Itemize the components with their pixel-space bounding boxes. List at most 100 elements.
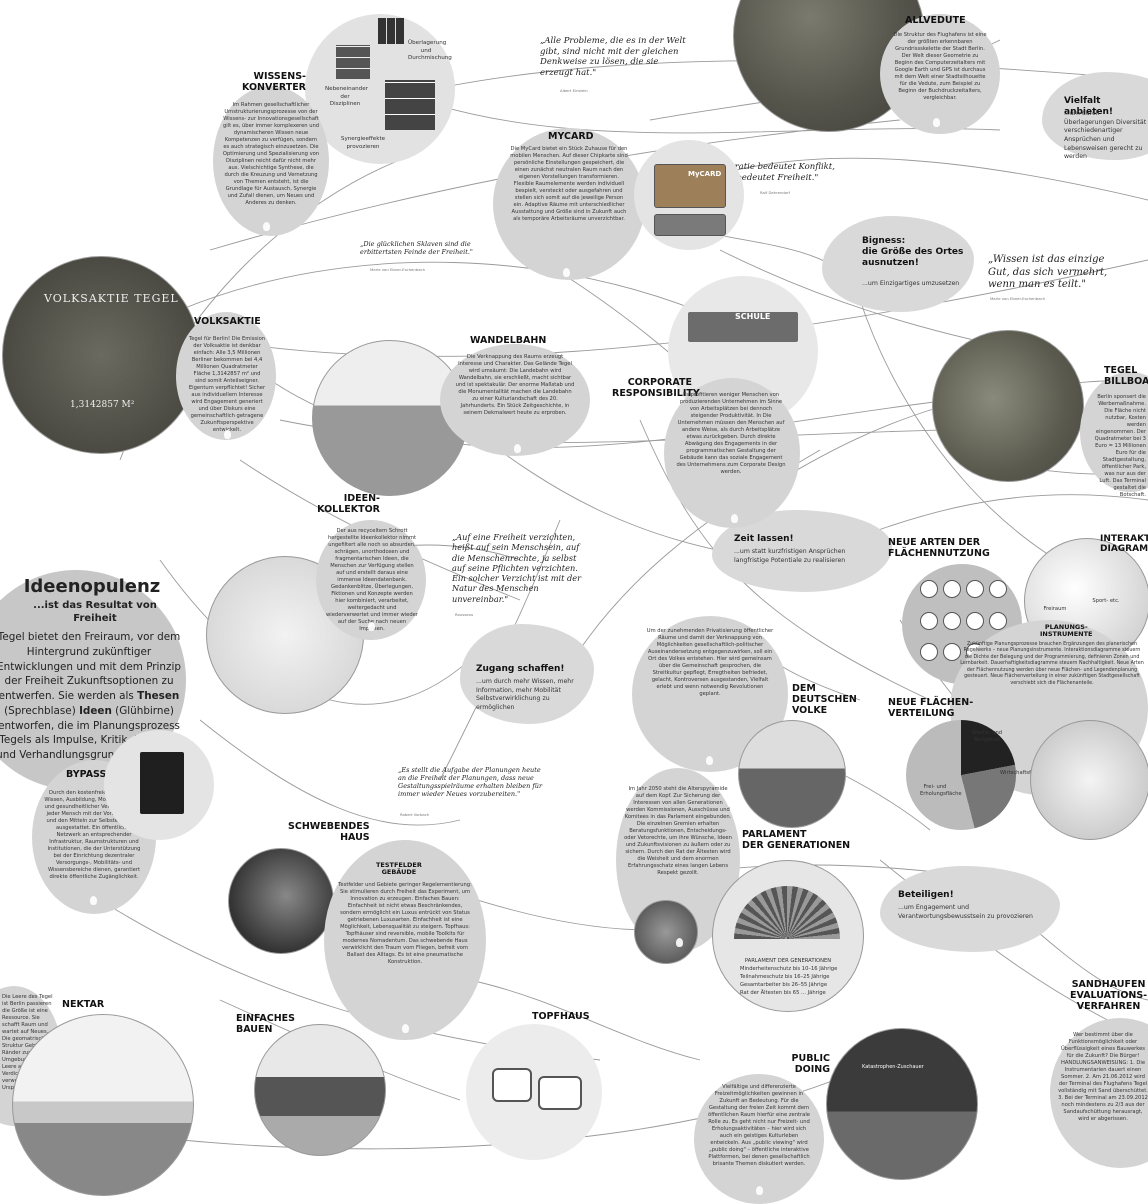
bypass-title: BYPASS (66, 769, 107, 780)
allvedute-text: Die Struktur des Flughafens ist eine der… (893, 32, 987, 102)
rubiks-cube-icon (336, 45, 370, 79)
usage-icon (966, 580, 984, 598)
allvedute-text-circle (880, 14, 1000, 134)
einfaches-title: EINFACHES BAUEN (236, 1013, 295, 1035)
school-building-icon (688, 312, 798, 342)
ideenkollektor-text: Der aus recyceltem Schrott hergestellte … (326, 528, 418, 632)
quote-ebner: „Wissen ist das einzige Gut, das sich ve… (988, 254, 1108, 290)
synergy-label: Synergieeffekte provozieren (340, 136, 386, 150)
wandelbahn-title: WANDELBAHN (470, 335, 547, 346)
overlap-label: Überlagerung und Durchmischung (408, 40, 452, 62)
school-sign: SCHULE (735, 312, 771, 321)
billboard-title: TEGEL BILLBOARD (1104, 365, 1148, 387)
usage-icon (920, 580, 938, 598)
parlament-title: PARLAMENT DER GENERATIONEN (742, 829, 851, 851)
wissenskonverter-title: WISSENS- KONVERTER (242, 71, 306, 93)
cloud-bigness-title: Bigness: die Größe des Ortes ausnutzen! (862, 236, 964, 268)
simple-house-photo (254, 1024, 386, 1156)
cloud-vielfalt-text: ...um durch Überlagerungen Diversität ve… (1064, 110, 1147, 161)
wandelbahn-runway-photo (312, 340, 468, 496)
parlament-legend-2: Teilnahmeschutz bis 16–25 Jährige (740, 974, 830, 980)
cloud-zugang-title: Zugang schaffen! (476, 664, 565, 674)
quote-einstein-author: Albert Einstein (560, 88, 588, 93)
volksaktie-area: 1,3142857 M² (70, 400, 135, 410)
parlament-legend-3: Gesamtarbeiter bis 26–55 Jährige (740, 982, 828, 988)
volksaktie-text-circle (176, 312, 276, 440)
pot-house-icon (492, 1068, 532, 1102)
pie-label-2: Wirtschaftsfläche (1000, 770, 1045, 776)
lightbulb-icon (224, 430, 231, 439)
mycard-text-circle (493, 128, 645, 280)
corporate-text: Es profitieren weniger Menschen von prod… (676, 392, 786, 476)
quote-rousseau-author: Rousseau (455, 612, 474, 617)
lightbulb-icon (402, 1024, 409, 1033)
usage-icon (943, 643, 961, 662)
public-screen-label: Katastrophen-Zuschauer (862, 1064, 924, 1070)
usage-icon (966, 611, 984, 630)
testfelder-text-circle (324, 840, 486, 1040)
ideenkollektor-text-circle (316, 520, 426, 640)
elderly-faces-photo (634, 900, 698, 964)
billboard-text: Berlin sponsert die Werbemaßnahme. Die F… (1094, 394, 1146, 499)
speech-bubble-icon (822, 216, 974, 312)
interaktion-label-b: Sport- etc. (1092, 598, 1120, 604)
wandelbahn-text-circle (440, 344, 590, 456)
planung-title: PLANUNGS- INSTRUMENTE (1040, 623, 1093, 639)
lightbulb-icon (563, 268, 570, 277)
volksaktie-title: VOLKSAKTIE (194, 316, 261, 327)
quote-dahrendorf: „Demokratie bedeutet Konflikt, Konflikt … (700, 162, 835, 183)
lightbulb-icon (90, 896, 97, 905)
public-screen-photo (826, 1028, 978, 1180)
lightbulb-icon (676, 938, 683, 947)
temporal-diagram-photo (1030, 720, 1148, 840)
usage-icon (920, 611, 938, 630)
usage-icon (943, 580, 961, 598)
volke-text: Um der zunehmenden Privatisierung öffent… (646, 628, 774, 698)
testfelder-text: Testfelder und Gebiete geringer Regeleme… (338, 882, 472, 966)
corporate-title: CORPORATE RESPONSIBILITY (612, 377, 700, 399)
ideenopulenz-title: Ideenopulenz (23, 576, 161, 597)
allvedute-title: ALLVEDUTE (905, 15, 966, 26)
wissenskonverter-text-circle (213, 86, 329, 236)
ideenkollektor-title: IDEEN- KOLLEKTOR (317, 493, 380, 515)
parlament-text: Im Jahr 2050 steht die Alterspyramide au… (624, 786, 732, 877)
wissenskonverter-text: Im Rahmen gesellschaftlicher Umstrukturi… (222, 102, 320, 207)
corporate-text-circle (664, 378, 800, 528)
parlament-legend-title: PARLAMENT DER GENERATIONEN (744, 958, 832, 964)
usage-icon (920, 643, 938, 662)
cloud-beteiligen-title: Beteiligen! (898, 890, 954, 900)
lightbulb-icon (368, 622, 375, 631)
interaktion-label-a: Freiraum (1043, 606, 1067, 612)
lightbulb-icon (933, 118, 940, 127)
mycard-text: Die MyCard bietet ein Stück Zuhause für … (510, 146, 628, 223)
volksaktie-text: Tegel für Berlin! Die Emission der Volks… (188, 336, 266, 433)
cloud-zeit-title: Zeit lassen! (734, 534, 794, 544)
volksaktie-share-photo (2, 256, 200, 454)
speech-bubble-icon (1042, 72, 1148, 160)
planung-text: Zukünftige Planungsprozesse brauchen Erg… (960, 642, 1144, 686)
lightbulb-icon (514, 444, 521, 453)
wandelbahn-text: Die Verknappung des Raums erzeugt Intere… (455, 354, 575, 417)
lightbulb-icon (756, 1186, 763, 1195)
usage-icon (943, 611, 961, 630)
floating-house-photo (228, 848, 334, 954)
quote-einstein: „Alle Probleme, die es in der Welt gibt,… (540, 36, 686, 78)
quote-rousseau: „Auf eine Freiheit verzichten, heißt auf… (452, 532, 582, 604)
flaechenverteilung-title: NEUE FLÄCHEN- VERTEILUNG (888, 697, 974, 719)
lightbulb-icon (263, 222, 270, 231)
pie-label-3: Frei- und Erholungsfläche (920, 784, 962, 798)
mycard-title: MYCARD (548, 131, 594, 142)
nektar-title: NEKTAR (62, 999, 105, 1010)
usage-icon (989, 611, 1007, 630)
reichstag-crowd-photo (738, 720, 846, 828)
mycard-card-label: MyCARD (688, 170, 722, 178)
volke-title: DEM DEUTSCHEN VOLKE (792, 683, 857, 716)
quote-sklaven: „Die glücklichen Sklaven sind die erbitt… (360, 240, 473, 257)
quote-dahrendorf-author: Ralf Dahrendorf (760, 190, 790, 195)
speech-bubble-icon (460, 624, 594, 724)
topfhaus-title: TOPFHAUS (532, 1011, 590, 1022)
bypass-text: Durch den kostenfreien Zugang zu Wissen,… (44, 790, 144, 881)
billboard-aerial-photo (932, 330, 1084, 482)
cloud-zugang-text: ...um durch mehr Wissen, mehr Informatio… (476, 678, 574, 712)
pot-house-icon (538, 1076, 582, 1110)
